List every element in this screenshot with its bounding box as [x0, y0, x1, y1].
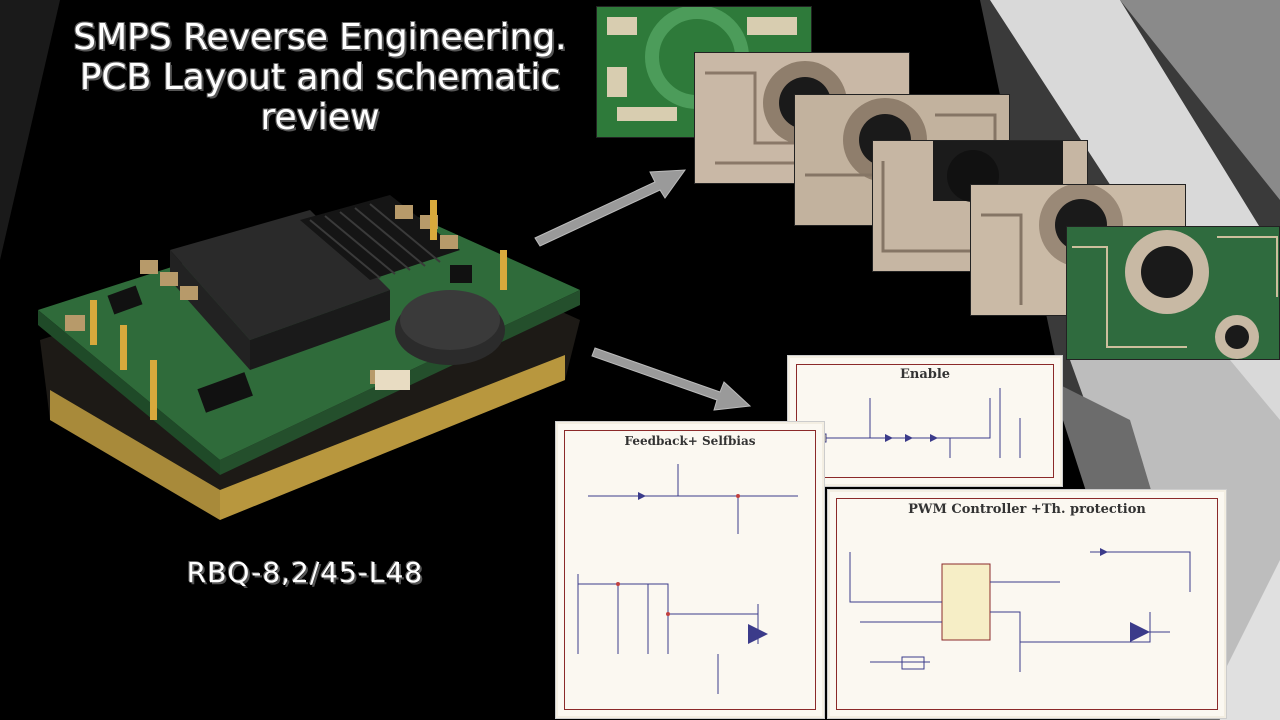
- schematic-pwm-controller: PWM Controller +Th. protection: [828, 490, 1226, 718]
- slide-title: SMPS Reverse Engineering. PCB Layout and…: [40, 18, 600, 138]
- model-label: RBQ-8,2/45-L48: [186, 556, 424, 589]
- schematic-feedback-title: Feedback+ Selfbias: [624, 434, 756, 448]
- schematic-enable-title: Enable: [899, 367, 951, 382]
- schematic-feedback-selfbias: Feedback+ Selfbias: [556, 422, 824, 718]
- schematic-enable: Enable: [788, 356, 1062, 486]
- title-line-1: SMPS Reverse Engineering.: [73, 17, 567, 58]
- title-line-2: PCB Layout and schematic: [79, 57, 561, 98]
- schematic-pwm-title: PWM Controller +Th. protection: [908, 502, 1146, 517]
- pcb-photo-bottom-layer: [1066, 226, 1280, 360]
- arrow-to-pcb-layout: [534, 169, 687, 247]
- power-module-photo: [38, 195, 580, 520]
- arrow-to-schematics: [591, 347, 752, 411]
- title-line-3: review: [260, 97, 380, 138]
